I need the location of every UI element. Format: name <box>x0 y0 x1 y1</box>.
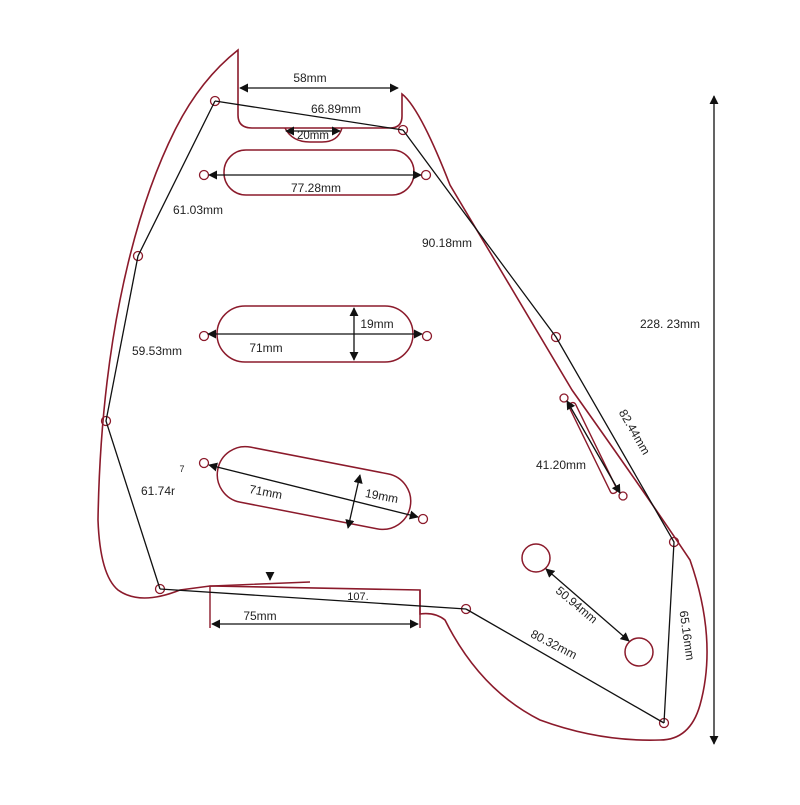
screw-hole <box>209 95 221 107</box>
screw-hole <box>198 169 210 181</box>
screw-hole <box>100 415 112 427</box>
label-right-upper-edge: 90.18mm <box>422 236 472 250</box>
label-top-notch: 20mm <box>297 130 329 142</box>
label-switch-slot: 41.20mm <box>536 458 586 472</box>
dimension-arrows <box>207 83 719 745</box>
control-hole-lower <box>624 637 654 667</box>
pickguard-outline <box>97 48 708 741</box>
dim-arrow <box>345 474 363 529</box>
top-diagonal-line <box>214 100 404 131</box>
screw-hole <box>198 457 210 469</box>
screw-hole <box>420 169 432 181</box>
bottom-screw-line <box>159 588 467 610</box>
left-screw-line <box>105 100 216 590</box>
screw-hole <box>421 330 433 342</box>
control-hole-upper <box>521 543 551 573</box>
dim-arrow <box>545 568 630 642</box>
label-left-lower-edge: 61.74r <box>141 484 175 498</box>
label-right-lower-edge: 65.16mm <box>677 610 698 661</box>
label-left-upper-edge: 61.03mm <box>173 203 223 217</box>
label-bridge-pickup-length: 71mm <box>248 482 283 502</box>
label-middle-pickup-length: 71mm <box>249 341 282 355</box>
screw-hole <box>618 491 628 501</box>
label-stray-mark: 7 <box>179 464 184 474</box>
label-bottom-cut-width: 75mm <box>243 609 276 623</box>
bottom-right-screw-line <box>465 608 665 724</box>
dim-arrow <box>208 462 419 520</box>
label-control-holes: 50.94mm <box>553 583 600 626</box>
screw-holes <box>100 95 680 729</box>
label-top-diagonal: 66.89mm <box>311 102 361 116</box>
screw-hole <box>397 124 409 136</box>
label-neck-pickup-width: 77.28mm <box>291 181 341 195</box>
label-top-width: 58mm <box>293 71 326 85</box>
label-bottom-cut-diagonal: 107. <box>347 591 368 603</box>
screw-hole <box>132 250 144 262</box>
bottom-cutout <box>209 581 311 628</box>
bridge-pickup-slot <box>216 445 412 531</box>
label-overall-height: 228. 23mm <box>640 317 700 331</box>
label-left-middle-edge: 59.53mm <box>132 344 182 358</box>
label-bridge-pickup-height: 19mm <box>364 486 399 506</box>
screw-hole <box>550 331 562 343</box>
dimension-labels: 58mm 66.89mm 20mm 77.28mm 61.03mm 90.18m… <box>132 71 700 662</box>
label-bottom-right-edge: 80.32mm <box>528 627 579 662</box>
label-middle-pickup-height: 19mm <box>360 317 393 331</box>
dim-arrow <box>566 400 621 494</box>
screw-hole <box>559 393 569 403</box>
screw-hole <box>417 513 429 525</box>
screw-hole <box>198 330 210 342</box>
